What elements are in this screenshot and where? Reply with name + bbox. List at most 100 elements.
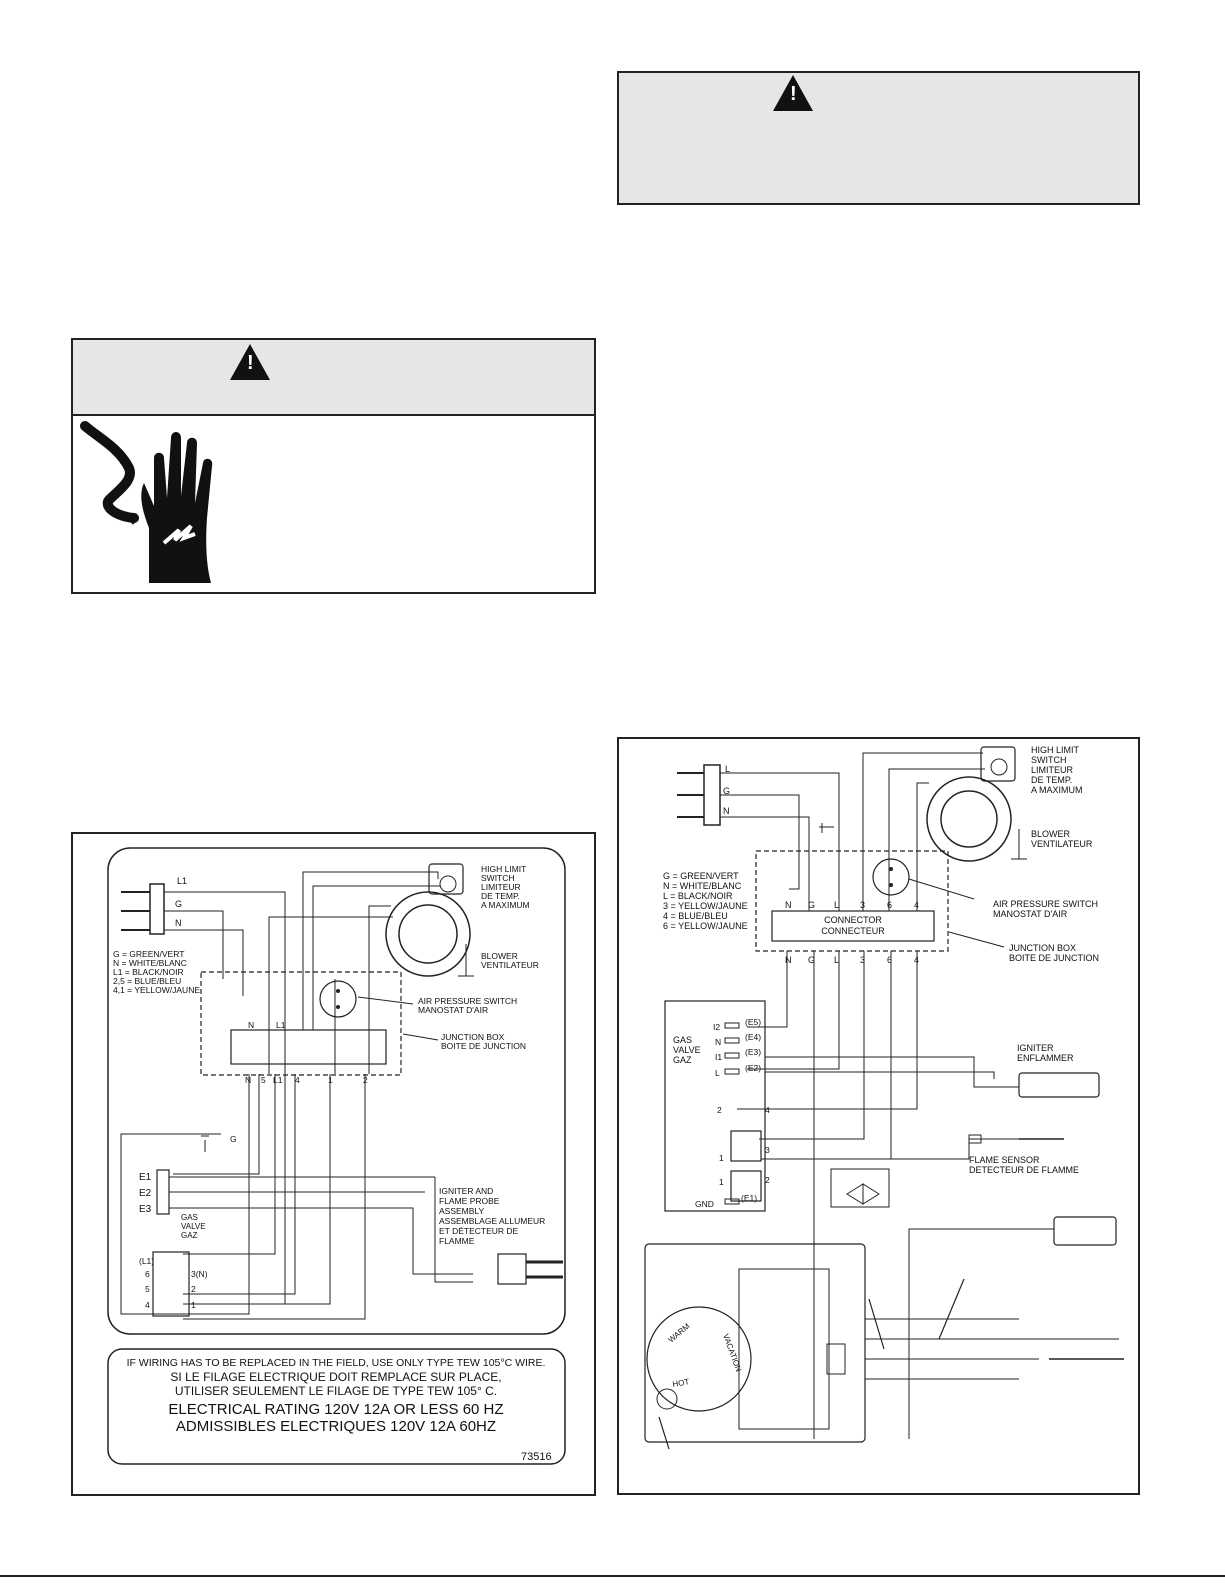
svg-text:HIGH LIMIT: HIGH LIMIT — [481, 864, 526, 874]
plug-numbers: 2 4 1 3 1 2 — [717, 1105, 770, 1187]
svg-text:AIR PRESSURE SWITCH: AIR PRESSURE SWITCH — [418, 996, 517, 1006]
svg-text:4,1 = YELLOW/JAUNE: 4,1 = YELLOW/JAUNE — [113, 985, 200, 995]
svg-text:CONNECTEUR: CONNECTEUR — [821, 926, 885, 936]
svg-text:WARM: WARM — [667, 1321, 692, 1344]
svg-text:DE TEMP.: DE TEMP. — [481, 891, 520, 901]
svg-text:BOITE DE JUNCTION: BOITE DE JUNCTION — [441, 1041, 526, 1051]
warning-triangle-icon: ! — [230, 344, 270, 380]
electrical-rating-en: ELECTRICAL RATING 120V 12A OR LESS 60 HZ — [168, 1401, 503, 1418]
svg-text:BOITE DE JUNCTION: BOITE DE JUNCTION — [1009, 953, 1099, 963]
right-wiring-diagram-frame: L G N G = GREEN/VERT N = WHITE/BLANC L =… — [617, 737, 1140, 1495]
svg-text:6: 6 — [887, 955, 892, 965]
svg-text:E1: E1 — [139, 1172, 152, 1183]
svg-text:G: G — [808, 900, 815, 910]
svg-text:6: 6 — [145, 1269, 150, 1279]
svg-text:L: L — [725, 764, 730, 774]
svg-text:L: L — [834, 955, 839, 965]
svg-text:N = WHITE/BLANC: N = WHITE/BLANC — [113, 958, 187, 968]
svg-text:2: 2 — [717, 1105, 722, 1115]
svg-text:1: 1 — [719, 1153, 724, 1163]
right-high-limit-label: HIGH LIMIT SWITCH LIMITEUR DE TEMP. A MA… — [1031, 745, 1083, 795]
cord-label-n: N — [175, 918, 182, 928]
svg-text:2,5 = BLUE/BLEU: 2,5 = BLUE/BLEU — [113, 976, 181, 986]
connector-bottom-labels: N G L 3 6 4 — [785, 955, 919, 965]
electric-shock-hand-icon — [80, 421, 213, 583]
svg-text:1: 1 — [191, 1300, 196, 1310]
svg-text:(E1): (E1) — [741, 1193, 757, 1203]
svg-text:GAS: GAS — [181, 1213, 198, 1222]
svg-text:4: 4 — [765, 1105, 770, 1115]
cord-label-l1: L1 — [177, 876, 187, 886]
left-high-limit-label: HIGH LIMIT SWITCH LIMITEUR DE TEMP. A MA… — [481, 864, 530, 910]
svg-text:4 = BLUE/BLEU: 4 = BLUE/BLEU — [663, 911, 728, 921]
svg-text:N = WHITE/BLANC: N = WHITE/BLANC — [663, 881, 742, 891]
svg-text:N: N — [785, 900, 792, 910]
svg-text:6 = YELLOW/JAUNE: 6 = YELLOW/JAUNE — [663, 921, 748, 931]
svg-text:G = GREEN/VERT: G = GREEN/VERT — [113, 949, 184, 959]
svg-text:L1: L1 — [276, 1020, 286, 1030]
svg-text:MANOSTAT D'AIR: MANOSTAT D'AIR — [418, 1005, 488, 1015]
svg-text:3 = YELLOW/JAUNE: 3 = YELLOW/JAUNE — [663, 901, 748, 911]
svg-text:3: 3 — [765, 1145, 770, 1155]
svg-text:2: 2 — [765, 1175, 770, 1185]
svg-text:VALVE: VALVE — [181, 1222, 206, 1231]
svg-text:4: 4 — [145, 1300, 150, 1310]
svg-text:GAZ: GAZ — [673, 1055, 692, 1065]
svg-text:MANOSTAT D'AIR: MANOSTAT D'AIR — [993, 909, 1068, 919]
svg-text:4: 4 — [295, 1075, 300, 1085]
svg-text:HOT: HOT — [672, 1377, 690, 1389]
svg-text:(L1): (L1) — [139, 1256, 154, 1266]
svg-text:VALVE: VALVE — [673, 1045, 701, 1055]
svg-text:VENTILATEUR: VENTILATEUR — [1031, 839, 1093, 849]
part-number: 73516 — [521, 1451, 552, 1463]
svg-text:L1: L1 — [273, 1075, 283, 1085]
svg-text:A MAXIMUM: A MAXIMUM — [1031, 785, 1083, 795]
svg-text:HIGH LIMIT: HIGH LIMIT — [1031, 745, 1080, 755]
svg-text:G: G — [230, 1134, 237, 1144]
caution-warning-box: ! — [617, 71, 1140, 205]
left-igniter-label: IGNITER AND FLAME PROBE ASSEMBLY ASSEMBL… — [439, 1186, 545, 1246]
left-legend: G = GREEN/VERT N = WHITE/BLANC L1 = BLAC… — [113, 949, 200, 995]
svg-text:L = BLACK/NOIR: L = BLACK/NOIR — [663, 891, 733, 901]
left-wiring-diagram: L1 G N G = GREEN/VERT N = WHITE/BLANC L1… — [107, 847, 566, 1465]
svg-text:AIR PRESSURE SWITCH: AIR PRESSURE SWITCH — [993, 899, 1098, 909]
page-bottom-rule — [0, 1575, 1225, 1577]
svg-text:(E5): (E5) — [745, 1017, 761, 1027]
left-wiring-diagram-frame: L1 G N G = GREEN/VERT N = WHITE/BLANC L1… — [71, 832, 596, 1496]
svg-text:I2: I2 — [713, 1022, 720, 1032]
right-wiring-diagram: L G N G = GREEN/VERT N = WHITE/BLANC L =… — [644, 745, 1124, 1450]
svg-text:FLAME PROBE: FLAME PROBE — [439, 1196, 500, 1206]
svg-text:IGNITER AND: IGNITER AND — [439, 1186, 493, 1196]
svg-text:1: 1 — [719, 1177, 724, 1187]
svg-text:(E4): (E4) — [745, 1032, 761, 1042]
svg-text:L: L — [834, 900, 839, 910]
valve-pins: I2 N I1 L (E5) (E4) (E3) (E2) — [713, 1017, 761, 1078]
shock-warning-header: ! — [73, 340, 594, 416]
svg-text:ASSEMBLY: ASSEMBLY — [439, 1206, 485, 1216]
svg-text:BLOWER: BLOWER — [1031, 829, 1071, 839]
svg-text:2: 2 — [191, 1284, 196, 1294]
svg-text:VENTILATEUR: VENTILATEUR — [481, 960, 539, 970]
svg-text:I1: I1 — [715, 1052, 722, 1062]
svg-text:N: N — [715, 1037, 721, 1047]
svg-text:5: 5 — [145, 1284, 150, 1294]
svg-text:G: G — [723, 786, 730, 796]
right-legend: G = GREEN/VERT N = WHITE/BLANC L = BLACK… — [663, 871, 748, 931]
svg-text:E3: E3 — [139, 1204, 152, 1215]
svg-text:DETECTEUR DE FLAMME: DETECTEUR DE FLAMME — [969, 1165, 1079, 1175]
cord-label-g: G — [175, 899, 182, 909]
svg-text:LIMITEUR: LIMITEUR — [481, 882, 521, 892]
svg-text:A MAXIMUM: A MAXIMUM — [481, 900, 530, 910]
svg-text:6: 6 — [887, 900, 892, 910]
svg-text:ET DÉTECTEUR DE: ET DÉTECTEUR DE — [439, 1226, 519, 1236]
svg-text:L: L — [715, 1068, 720, 1078]
svg-text:DE TEMP.: DE TEMP. — [1031, 775, 1072, 785]
svg-text:5: 5 — [261, 1075, 266, 1085]
svg-text:FLAME SENSOR: FLAME SENSOR — [969, 1155, 1040, 1165]
svg-text:JUNCTION BOX: JUNCTION BOX — [1009, 943, 1076, 953]
svg-text:G = GREEN/VERT: G = GREEN/VERT — [663, 871, 739, 881]
svg-text:SWITCH: SWITCH — [1031, 755, 1067, 765]
electrical-rating-fr: ADMISSIBLES ELECTRIQUES 120V 12A 60HZ — [176, 1418, 496, 1435]
svg-text:JUNCTION BOX: JUNCTION BOX — [441, 1032, 505, 1042]
svg-text:VACATION: VACATION — [721, 1333, 743, 1374]
